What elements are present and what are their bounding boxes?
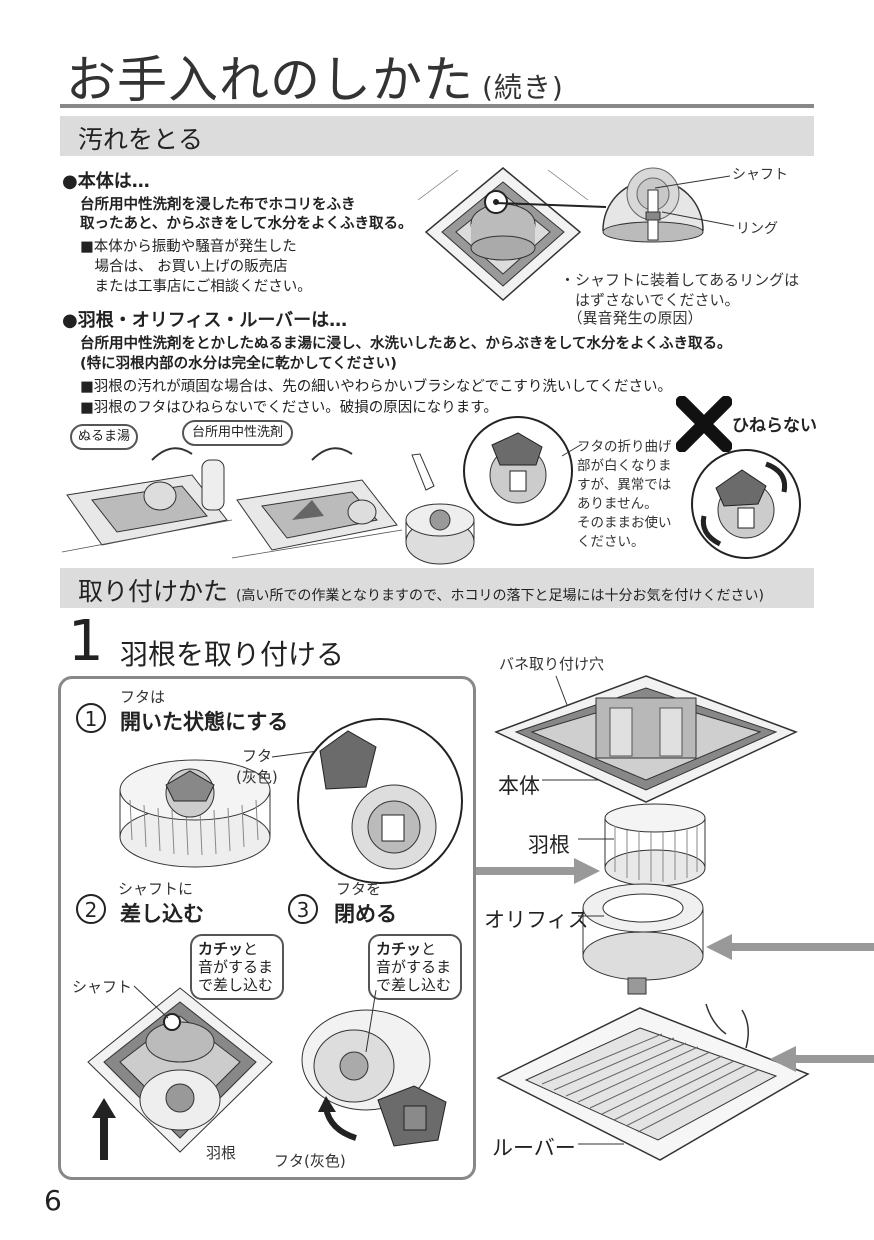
lid-fold-closeup bbox=[463, 416, 573, 526]
blade-heading: ●羽根・オリフィス・ルーバーは… bbox=[62, 310, 348, 331]
click-note-bold: カチッ bbox=[376, 940, 422, 958]
substep1-small: フタは bbox=[120, 688, 166, 706]
substep3-title: 閉める bbox=[334, 902, 397, 926]
part-louver-callout bbox=[578, 1143, 624, 1145]
cleaning-band bbox=[60, 116, 814, 156]
ring-note1: ・シャフトに装着してあるリングは bbox=[560, 271, 800, 289]
step-title: 羽根を取り付ける bbox=[120, 638, 345, 671]
click-note-rest: と bbox=[243, 940, 259, 958]
click-note-bold: カチッ bbox=[198, 940, 244, 958]
lid-label: フタ bbox=[242, 747, 273, 765]
install-band-subtitle: (高い所での作業となりますので、ホコリの落下と足場には十分お気を付けください) bbox=[235, 588, 764, 604]
click-note-bubble-1: カチッと 音がするま で差し込む bbox=[190, 934, 284, 1000]
lid-note-callout bbox=[561, 443, 583, 457]
blade-line2: (特に羽根内部の水分は完全に乾かしてください) bbox=[80, 356, 397, 372]
blade-lid-open-illustration bbox=[119, 759, 271, 868]
substep3-number: 3 bbox=[288, 894, 318, 924]
click-note-line3: で差し込む bbox=[376, 976, 452, 994]
click-note-line2: 音がするま bbox=[376, 958, 452, 976]
install-band bbox=[60, 568, 814, 608]
page-title-text: お手入れのしかた bbox=[66, 51, 474, 109]
shaft-label: シャフト bbox=[732, 167, 788, 183]
twist-prohibited-illustration bbox=[691, 449, 801, 559]
substep1-title: 開いた状態にする bbox=[120, 710, 289, 734]
title-rule bbox=[60, 104, 814, 108]
substep1-number-text: 1 bbox=[76, 703, 106, 733]
body-heading: ●本体は… bbox=[62, 171, 150, 192]
part-orifice-label: オリフィス bbox=[484, 908, 589, 932]
sink-wash-illustration bbox=[62, 447, 403, 559]
zoom-connector-line bbox=[495, 202, 607, 208]
ring-label: リング bbox=[736, 221, 778, 237]
part-blade-label: 羽根 bbox=[528, 833, 570, 857]
lid-close-illustration bbox=[301, 990, 447, 1147]
lid-color-label: (灰色) bbox=[236, 768, 278, 786]
main-body-illustration bbox=[494, 675, 798, 803]
part-body-callout bbox=[542, 779, 598, 781]
orifice-part-illustration bbox=[582, 883, 704, 995]
no-twist-label: ひねらない bbox=[732, 416, 817, 436]
part-body-label: 本体 bbox=[498, 774, 540, 798]
step-number: 1 bbox=[68, 609, 104, 674]
page-title-sub: (続き) bbox=[482, 71, 564, 104]
part-blade-callout bbox=[578, 838, 614, 840]
warm-water-bubble: ぬるま湯 bbox=[70, 424, 139, 450]
lid-note-line: フタの折り曲げ bbox=[577, 439, 672, 455]
substep3-number-text: 3 bbox=[288, 894, 318, 924]
louver-part-illustration bbox=[496, 1003, 810, 1161]
body-line2: 取ったあと、からぶきをして水分をよくふき取る。 bbox=[80, 216, 413, 232]
blade-note1: ■羽根の汚れが頑固な場合は、先の細いやわらかいブラシなどでこすり洗いしてください… bbox=[80, 379, 672, 395]
lid-fold-note: フタの折り曲げ 部が白くなりま すが、異常では ありません。 そのままお使い く… bbox=[577, 438, 672, 552]
lid-note-line: 部が白くなりま bbox=[577, 458, 672, 474]
body-note1: ■本体から振動や騒音が発生した bbox=[80, 239, 297, 255]
substep2-number-text: 2 bbox=[76, 894, 106, 924]
unit-body-illustration bbox=[418, 167, 588, 302]
arrow-to-orifice bbox=[706, 934, 874, 960]
install-band-title: 取り付けかた (高い所での作業となりますので、ホコリの落下と足場には十分お気を付… bbox=[78, 572, 764, 608]
lid-note-line: ください。 bbox=[577, 534, 645, 550]
blade-part-illustration bbox=[604, 803, 706, 887]
shaft-ring-callouts bbox=[654, 175, 735, 227]
lid-note-line: すが、異常では bbox=[577, 477, 672, 493]
step-box bbox=[58, 676, 476, 1180]
cross-mark-icon bbox=[676, 396, 732, 452]
blade-note2: ■羽根のフタはひねらないでください。破損の原因になります。 bbox=[80, 400, 498, 416]
install-band-title-text: 取り付けかた bbox=[78, 577, 229, 606]
body-line1: 台所用中性洗剤を浸した布でホコリをふき bbox=[80, 197, 356, 213]
install-shaft-label: シャフト bbox=[72, 978, 133, 996]
install-blade-label: 羽根 bbox=[206, 1144, 237, 1162]
lid-note-line: ありません。 bbox=[577, 496, 658, 512]
substep2-title: 差し込む bbox=[120, 902, 204, 926]
part-louver-label: ルーバー bbox=[492, 1136, 576, 1160]
substep1-number: 1 bbox=[76, 703, 106, 733]
lid-callout-line bbox=[271, 750, 319, 758]
blade-brush-illustration bbox=[405, 453, 475, 565]
spring-hole-label: バネ取り付け穴 bbox=[499, 655, 605, 673]
blade-line1: 台所用中性洗剤をとかしたぬるま湯に浸し、水洗いしたあと、からぶきをして水分をよく… bbox=[80, 336, 732, 352]
click-note-line3: で差し込む bbox=[198, 976, 274, 994]
part-orifice-callout bbox=[578, 915, 604, 917]
page-title: お手入れのしかた(続き) bbox=[66, 40, 564, 112]
detergent-bubble: 台所用中性洗剤 bbox=[182, 420, 294, 446]
lid-open-closeup bbox=[297, 718, 463, 884]
substep3-small: フタを bbox=[336, 880, 382, 898]
lid-note-line: そのままお使い bbox=[577, 515, 672, 531]
substep2-small: シャフトに bbox=[118, 880, 194, 898]
arrow-to-louver bbox=[770, 1046, 874, 1072]
body-note2: 場合は、 お買い上げの販売店 bbox=[80, 259, 288, 275]
body-note3: または工事店にご相談ください。 bbox=[80, 279, 312, 295]
ring-note3: （異音発生の原因） bbox=[560, 309, 703, 327]
arrow-to-blade bbox=[476, 858, 600, 884]
ring-note2: はずさないでください。 bbox=[560, 291, 740, 309]
shaft-insert-illustration bbox=[87, 985, 273, 1160]
substep2-number: 2 bbox=[76, 894, 106, 924]
shaft-closeup bbox=[602, 167, 704, 243]
click-note-bubble-2: カチッと 音がするま で差し込む bbox=[368, 934, 462, 1000]
cleaning-band-title: 汚れをとる bbox=[78, 125, 204, 154]
lid-grey-label: フタ(灰色) bbox=[274, 1152, 346, 1170]
page-number: 6 bbox=[44, 1184, 62, 1217]
click-note-line2: 音がするま bbox=[198, 958, 274, 976]
click-note-rest: と bbox=[421, 940, 437, 958]
